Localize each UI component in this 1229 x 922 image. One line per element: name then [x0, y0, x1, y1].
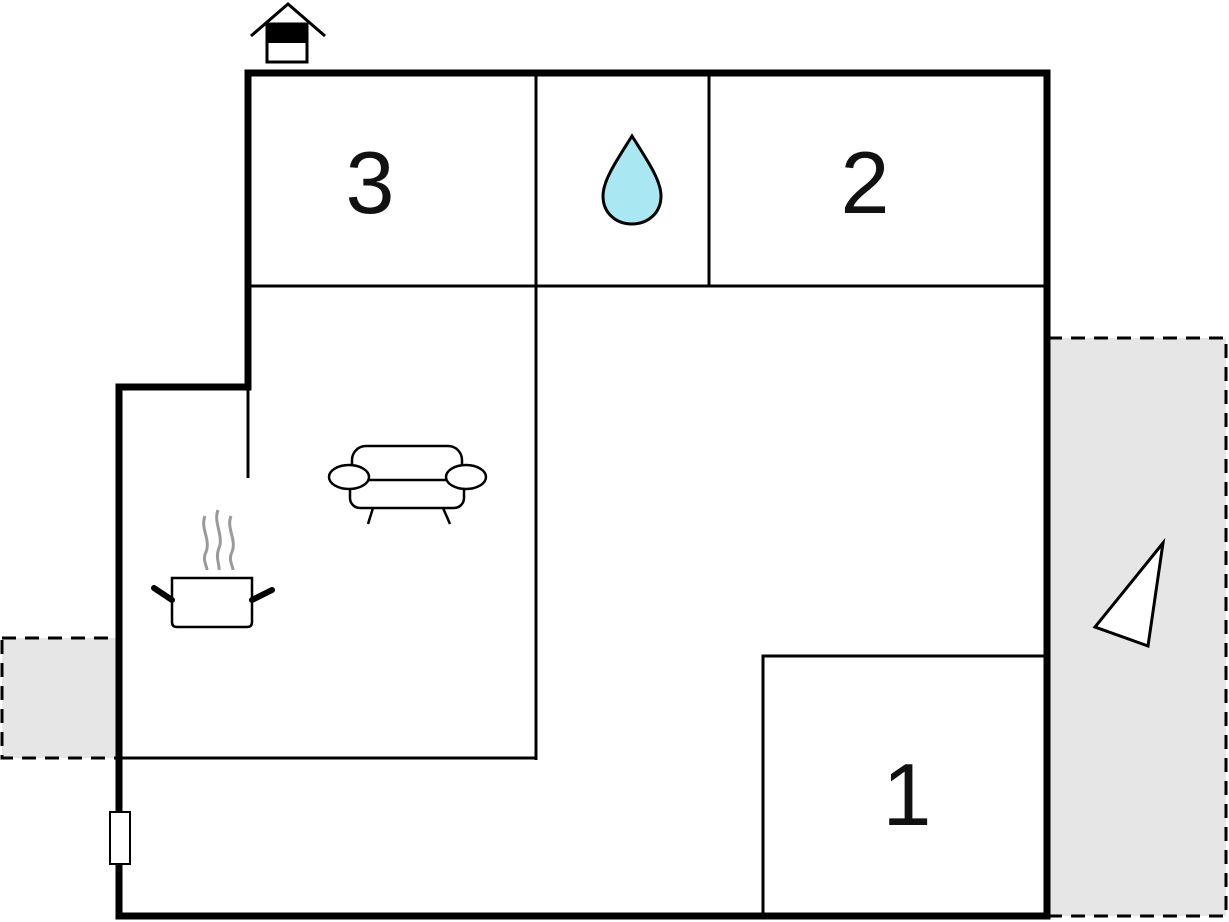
room-label-1: 1	[883, 745, 932, 844]
window-marker	[109, 811, 131, 865]
cooking-pot-icon	[151, 509, 275, 629]
house-entrance-icon	[250, 2, 326, 64]
room-label-2: 2	[841, 133, 890, 232]
room-label-3: 3	[346, 133, 395, 232]
north-arrow-icon	[1092, 537, 1166, 649]
sofa-icon	[327, 444, 488, 525]
interior-walls	[119, 73, 1047, 916]
water-drop-icon	[601, 133, 663, 226]
terrace-left	[0, 636, 122, 760]
house-floor	[119, 73, 1047, 916]
exterior-walls	[115, 69, 1051, 920]
